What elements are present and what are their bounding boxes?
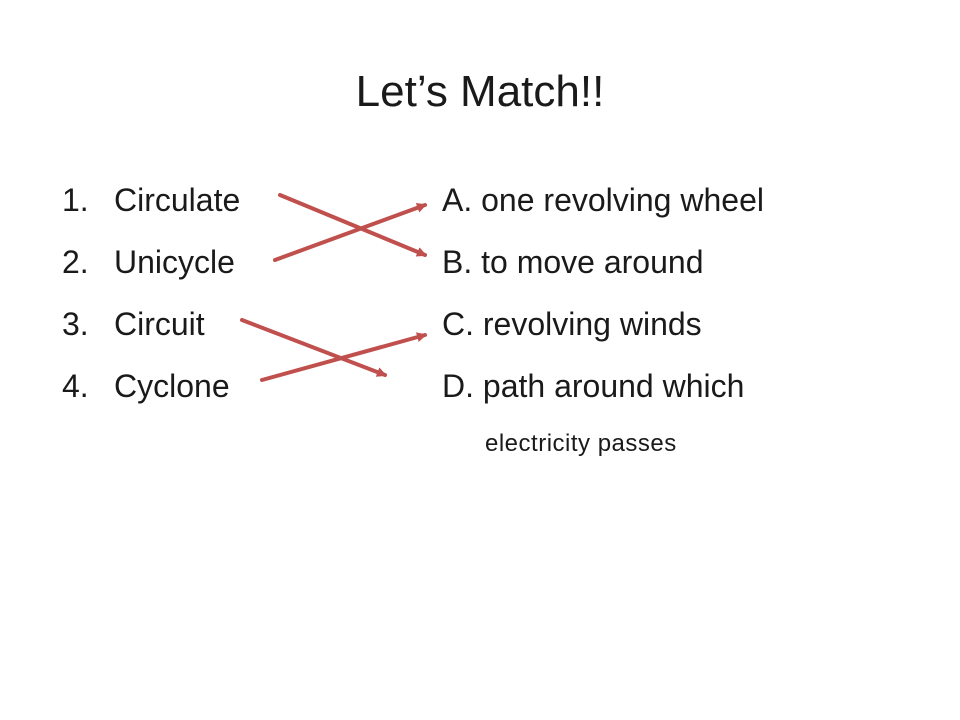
arrow-unicycle-to-a <box>273 203 427 262</box>
arrow-circuit-to-d <box>240 318 387 377</box>
definition-d-continuation: electricity passes <box>485 430 677 457</box>
term-number: 3. <box>62 306 89 342</box>
definition-a: A. one revolving wheel <box>442 182 764 218</box>
term-label: Circulate <box>114 182 241 218</box>
term-label: Unicycle <box>114 244 235 280</box>
slide-title: Let’s Match!! <box>355 67 605 116</box>
term-item-unicycle: 2. Unicycle <box>62 242 235 282</box>
term-number: 1. <box>62 182 89 218</box>
term-label: Circuit <box>114 306 205 342</box>
term-item-cyclone: 4. Cyclone <box>62 366 230 406</box>
definition-d: D. path around which <box>442 368 745 404</box>
definition-c: C. revolving winds <box>442 306 702 342</box>
arrow-circulate-to-b <box>278 193 427 257</box>
term-number: 2. <box>62 244 89 280</box>
arrow-cyclone-to-c <box>260 332 427 382</box>
definition-b: B. to move around <box>442 244 704 280</box>
term-number: 4. <box>62 368 89 404</box>
term-item-circulate: 1. Circulate <box>62 180 240 220</box>
term-label: Cyclone <box>114 368 230 404</box>
term-item-circuit: 3. Circuit <box>62 304 205 344</box>
